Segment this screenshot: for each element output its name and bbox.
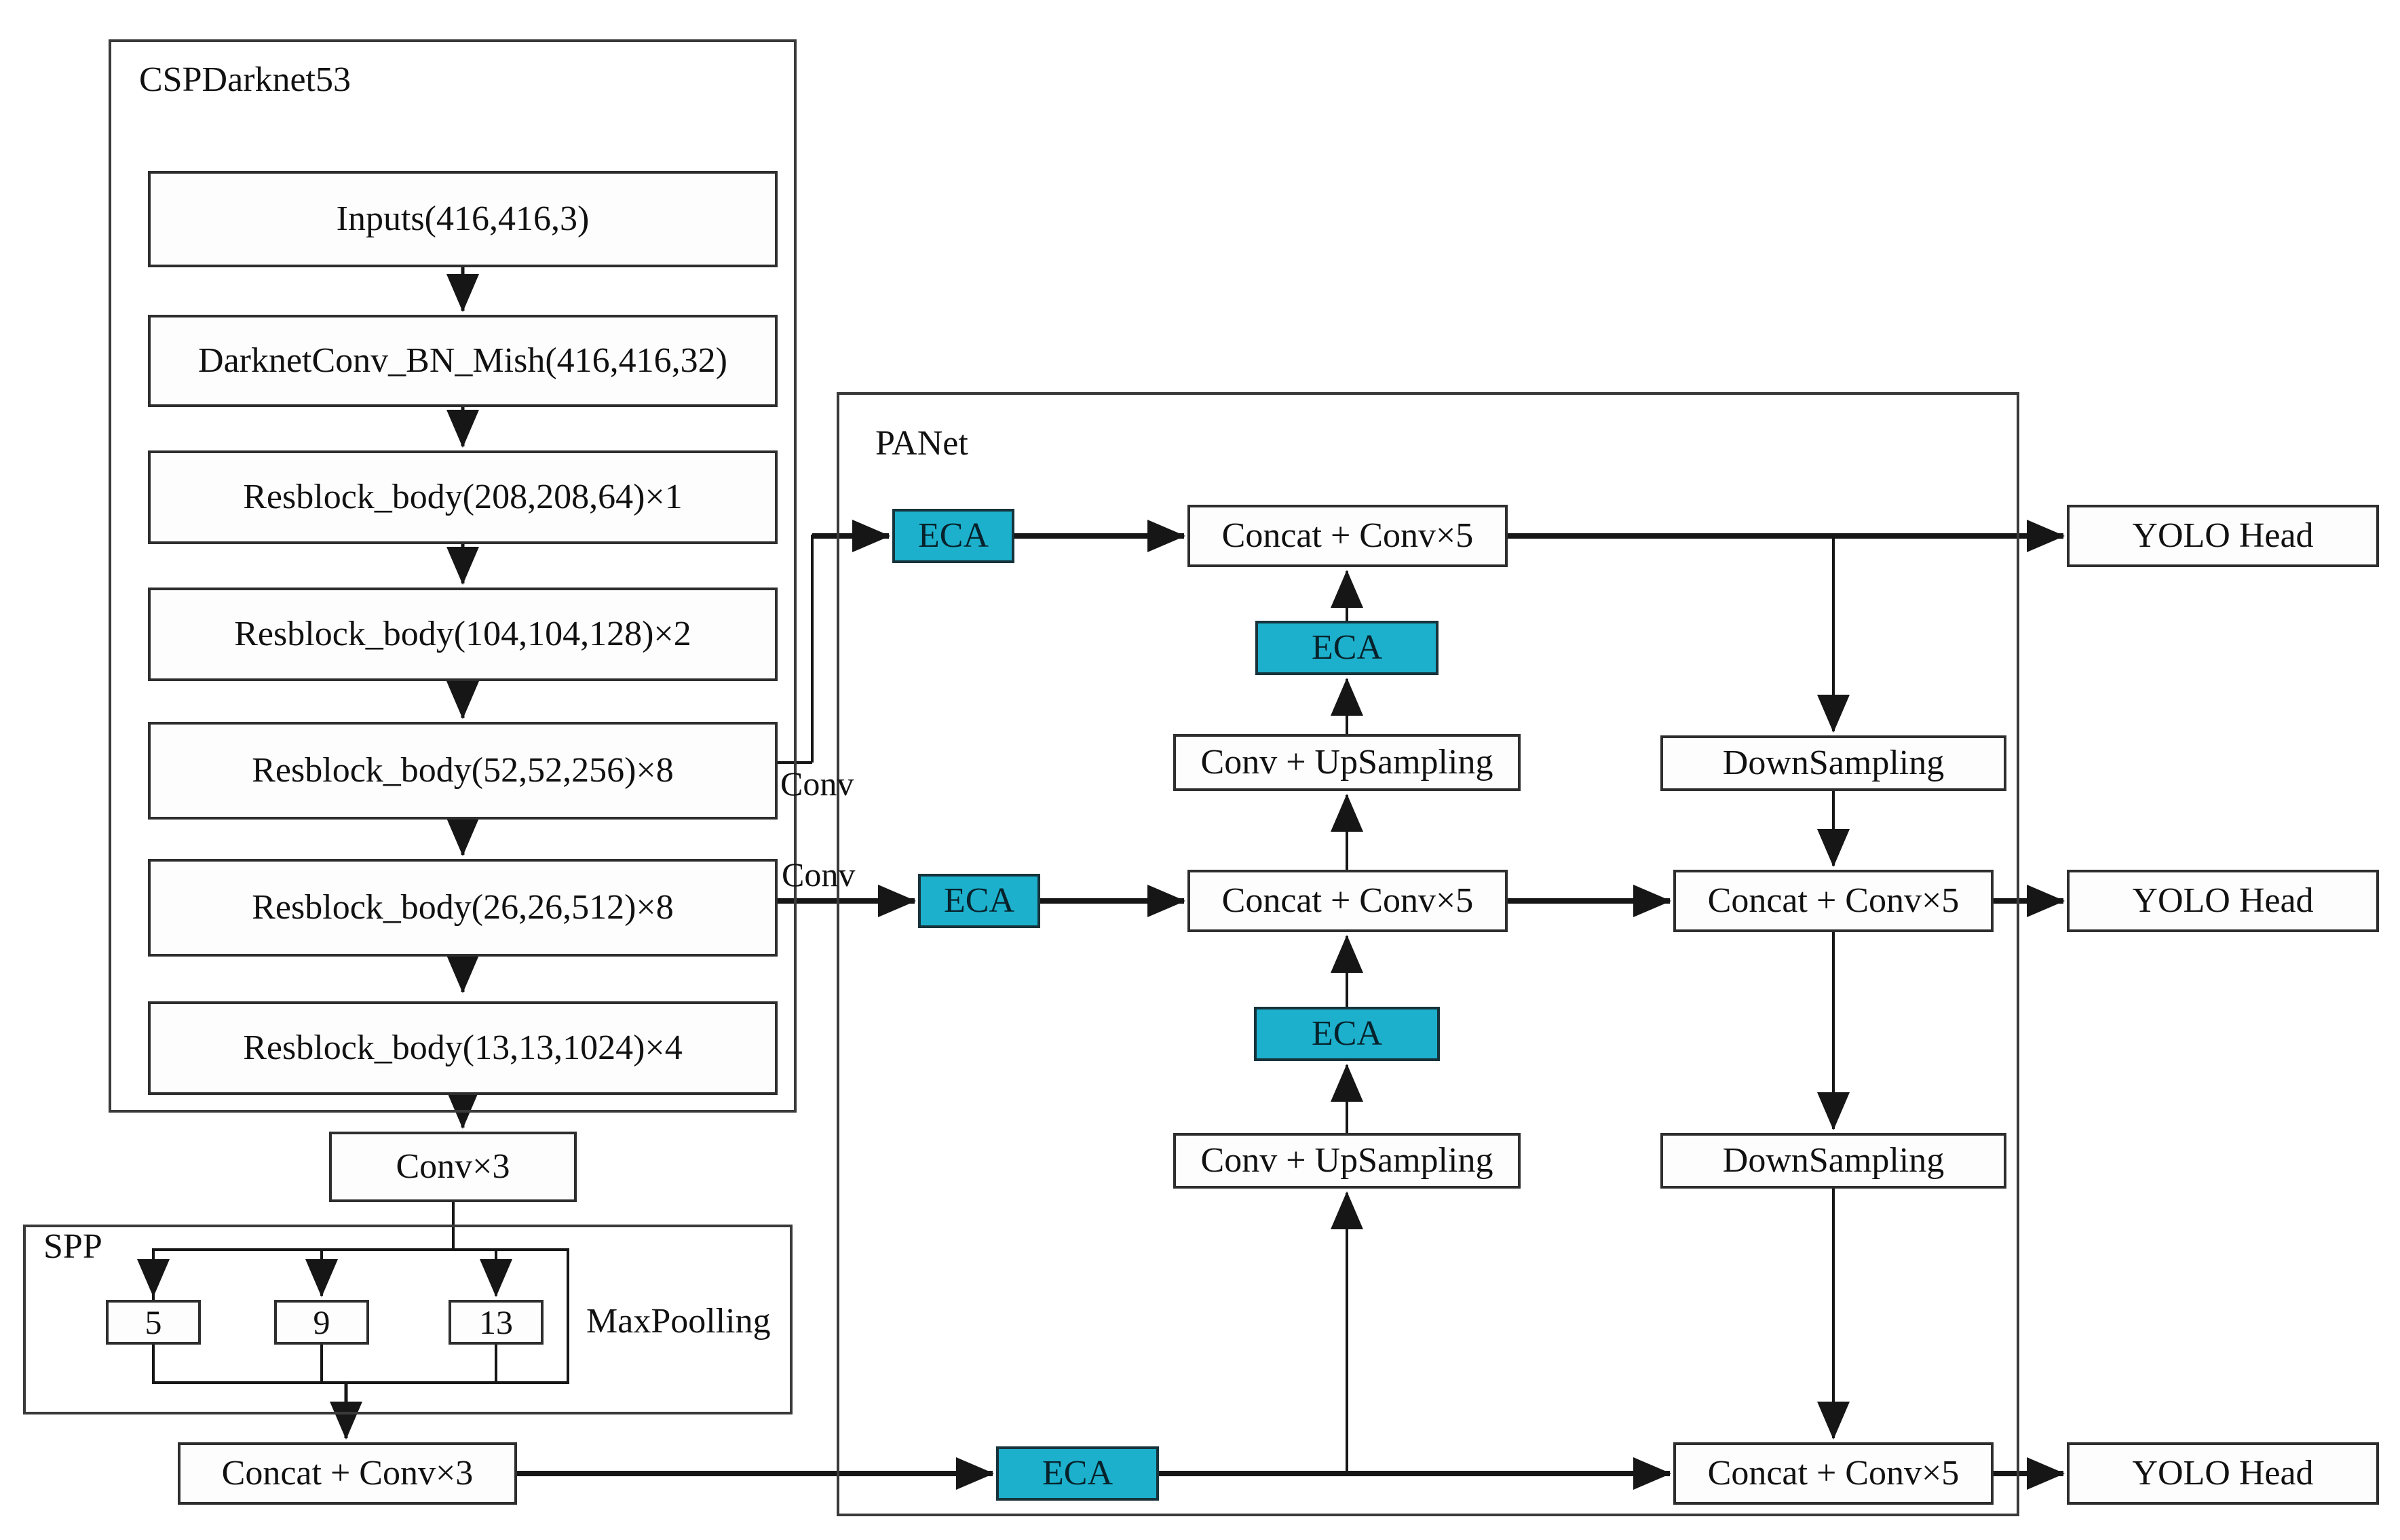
block-resblock-104: Resblock_body(104,104,128)×2 — [148, 588, 778, 681]
block-darknetconv-bn-mish: DarknetConv_BN_Mish(416,416,32) — [148, 315, 778, 407]
block-downsampling-2: DownSampling — [1660, 1133, 2006, 1189]
block-conv-upsampling-1: Conv + UpSampling — [1173, 734, 1521, 791]
block-resblock-208: Resblock_body(208,208,64)×1 — [148, 450, 778, 544]
block-conv-x3: Conv×3 — [329, 1132, 577, 1202]
block-concat-conv-x3: Concat + Conv×3 — [178, 1442, 517, 1505]
maxpooling-label: MaxPoolling — [586, 1302, 771, 1341]
spp-region — [23, 1225, 793, 1414]
eca-block-p5-in: ECA — [996, 1446, 1159, 1501]
eca-block-upsample-1: ECA — [1255, 621, 1439, 675]
block-resblock-13: Resblock_body(13,13,1024)×4 — [148, 1001, 778, 1095]
block-conv-upsampling-2: Conv + UpSampling — [1173, 1133, 1521, 1189]
conv-branch-label-p4: Conv — [782, 855, 856, 893]
cspdarknet53-region — [109, 39, 797, 1113]
block-inputs: Inputs(416,416,3) — [148, 171, 778, 267]
yolo-head-3: YOLO Head — [2067, 1442, 2379, 1505]
spp-pool-5: 5 — [106, 1300, 201, 1345]
block-resblock-26: Resblock_body(26,26,512)×8 — [148, 859, 778, 957]
panet-region — [837, 392, 2019, 1516]
block-concat-conv5-top: Concat + Conv×5 — [1187, 505, 1508, 567]
yolo-head-1: YOLO Head — [2067, 505, 2379, 567]
conv-branch-label-p3: Conv — [780, 765, 854, 803]
spp-title: SPP — [43, 1227, 102, 1266]
eca-block-p3-in: ECA — [892, 509, 1014, 563]
block-concat-conv5-mid-right: Concat + Conv×5 — [1673, 870, 1994, 932]
panet-title: PANet — [875, 424, 968, 463]
block-resblock-52: Resblock_body(52,52,256)×8 — [148, 722, 778, 820]
yolo-head-2: YOLO Head — [2067, 870, 2379, 932]
block-concat-conv5-bottom: Concat + Conv×5 — [1673, 1442, 1994, 1505]
block-downsampling-1: DownSampling — [1660, 735, 2006, 791]
eca-block-p4-in: ECA — [918, 874, 1040, 928]
spp-pool-9: 9 — [274, 1300, 369, 1345]
spp-pool-13: 13 — [449, 1300, 544, 1345]
cspdarknet53-title: CSPDarknet53 — [139, 60, 351, 99]
eca-block-upsample-2: ECA — [1254, 1007, 1440, 1061]
block-concat-conv5-mid: Concat + Conv×5 — [1187, 870, 1508, 932]
